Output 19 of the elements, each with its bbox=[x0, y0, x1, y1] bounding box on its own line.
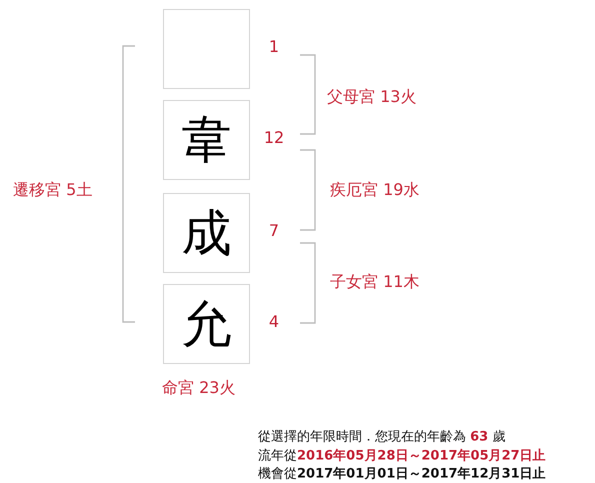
stroke-count: 1 bbox=[268, 39, 280, 55]
name-character: 允 bbox=[182, 299, 232, 349]
palace-label: 命宮 23火 bbox=[162, 380, 236, 396]
palace-label: 遷移宮 5土 bbox=[13, 182, 92, 198]
name-character: 韋 bbox=[182, 115, 232, 165]
opportunity-period-note: 機會從2017年01月01日～2017年12月31日止 bbox=[258, 468, 546, 480]
stroke-count: 12 bbox=[264, 130, 284, 146]
stroke-count: 7 bbox=[268, 223, 280, 239]
fortune-period-note: 流年從2016年05月28日～2017年05月27日止 bbox=[258, 450, 546, 462]
name-character: 成 bbox=[182, 208, 232, 258]
character-box bbox=[163, 284, 250, 364]
character-box bbox=[163, 193, 250, 273]
palace-label: 疾厄宮 19水 bbox=[330, 182, 420, 198]
character-box bbox=[163, 100, 250, 180]
empty-character-box bbox=[163, 9, 250, 89]
palace-label: 子女宮 11木 bbox=[330, 274, 420, 290]
age-note: 從選擇的年限時間．您現在的年齡為 63 歲 bbox=[258, 430, 506, 444]
palace-label: 父母宮 13火 bbox=[327, 89, 416, 105]
stroke-count: 4 bbox=[268, 314, 280, 330]
